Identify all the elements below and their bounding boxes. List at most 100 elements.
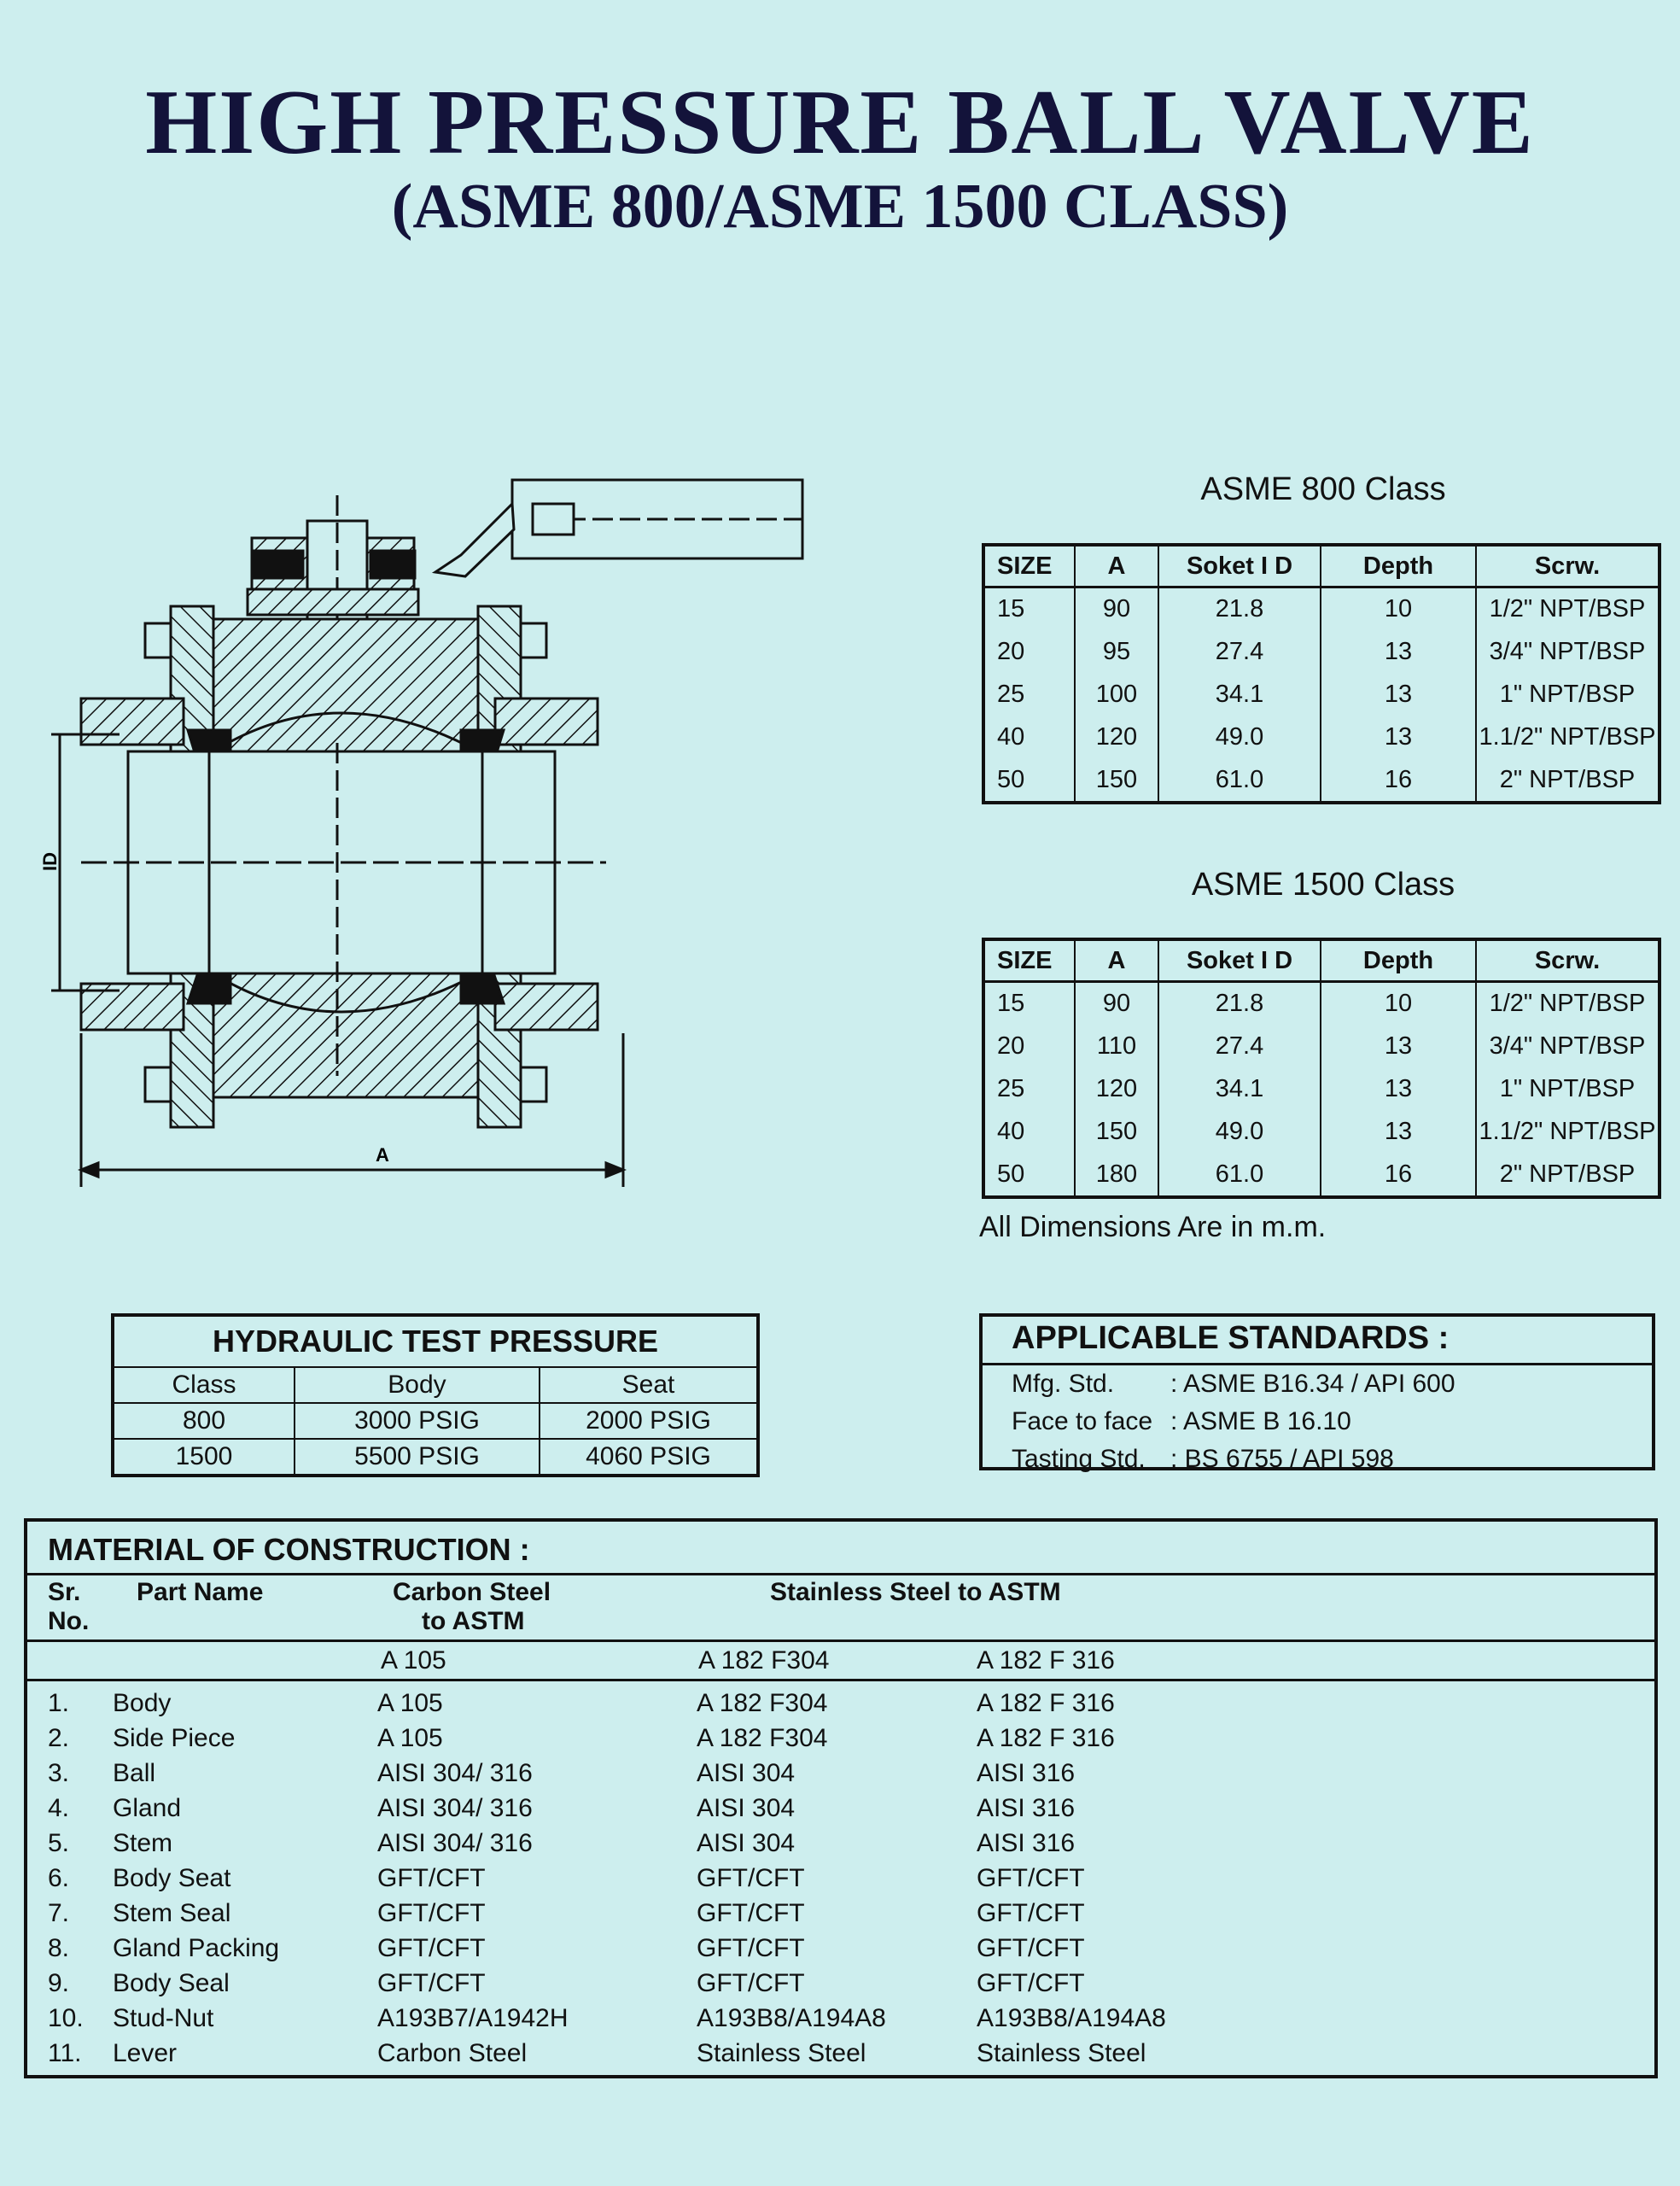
standards-title: APPLICABLE STANDARDS : bbox=[983, 1317, 1652, 1365]
cell-sr: 6. bbox=[48, 1864, 70, 1892]
cell: 16 bbox=[1320, 758, 1477, 803]
header-carbon-steel: Carbon Steel bbox=[393, 1578, 551, 1606]
cell: 3/4" NPT/BSP bbox=[1475, 630, 1660, 674]
cell-part: Stem bbox=[113, 1829, 173, 1857]
col-seat: Seat bbox=[539, 1366, 759, 1404]
asme1500-caption: ASME 1500 Class bbox=[1191, 867, 1455, 903]
asme800-caption: ASME 800 Class bbox=[1200, 471, 1446, 507]
divider bbox=[27, 1640, 1654, 1642]
list-item: Face to face : ASME B 16.10 bbox=[983, 1403, 1652, 1441]
standard-value: : ASME B 16.10 bbox=[1170, 1407, 1351, 1435]
cell-f316: Stainless Steel bbox=[977, 2039, 1146, 2067]
cell-sr: 9. bbox=[48, 1969, 70, 1997]
cell: 40 bbox=[983, 1110, 1076, 1154]
cell: 40 bbox=[983, 716, 1076, 759]
cell-carbon: Carbon Steel bbox=[377, 2039, 528, 2067]
cell-part: Stem Seal bbox=[113, 1899, 231, 1927]
cell: 13 bbox=[1320, 1025, 1477, 1068]
cell: 15 bbox=[983, 587, 1076, 631]
col-depth: Depth bbox=[1320, 939, 1477, 983]
cell: 150 bbox=[1074, 758, 1159, 803]
col-soket-id: Soket I D bbox=[1158, 939, 1321, 983]
cell: 1/2" NPT/BSP bbox=[1475, 587, 1660, 631]
cell-part: Ball bbox=[113, 1759, 156, 1787]
cell: 3000 PSIG bbox=[294, 1402, 540, 1440]
cell: 21.8 bbox=[1158, 981, 1321, 1026]
cell: 21.8 bbox=[1158, 587, 1321, 631]
cell-sr: 10. bbox=[48, 2004, 84, 2032]
cell-f304: GFT/CFT bbox=[697, 1864, 805, 1892]
header-stainless-steel: Stainless Steel to ASTM bbox=[770, 1578, 1061, 1606]
cell-carbon: AISI 304/ 316 bbox=[377, 1759, 533, 1787]
drawing-label-a: A bbox=[376, 1144, 389, 1166]
cell-f316: A193B8/A194A8 bbox=[977, 2004, 1166, 2032]
col-a: A bbox=[1074, 939, 1159, 983]
cell: 1.1/2" NPT/BSP bbox=[1475, 716, 1660, 759]
list-item: Mfg. Std.: ASME B16.34 / API 600 bbox=[983, 1365, 1652, 1403]
cell: 180 bbox=[1074, 1153, 1159, 1197]
cell-part: Body bbox=[113, 1689, 172, 1717]
cell-carbon: AISI 304/ 316 bbox=[377, 1829, 533, 1857]
cell-carbon: GFT/CFT bbox=[377, 1864, 486, 1892]
hydraulic-title: HYDRAULIC TEST PRESSURE bbox=[112, 1314, 759, 1368]
cell: 1500 bbox=[112, 1438, 295, 1476]
cell-carbon: A193B7/A1942H bbox=[377, 2004, 569, 2032]
standards-box: APPLICABLE STANDARDS : Mfg. Std.: ASME B… bbox=[979, 1313, 1655, 1473]
cell-sr: 11. bbox=[48, 2039, 82, 2067]
cell-f316: AISI 316 bbox=[977, 1794, 1076, 1822]
cell: 15 bbox=[983, 981, 1076, 1026]
cell-part: Body Seal bbox=[113, 1969, 230, 1997]
cell-f304: GFT/CFT bbox=[697, 1969, 805, 1997]
cell-part: Gland Packing bbox=[113, 1934, 280, 1962]
cell: 3/4" NPT/BSP bbox=[1475, 1025, 1660, 1068]
cell: 5500 PSIG bbox=[294, 1438, 540, 1476]
cell: 2000 PSIG bbox=[539, 1402, 759, 1440]
hydraulic-table: HYDRAULIC TEST PRESSURE Class Body Seat … bbox=[111, 1313, 760, 1477]
cell-f316: GFT/CFT bbox=[977, 1969, 1085, 1997]
cell: 90 bbox=[1074, 981, 1159, 1026]
cell: 20 bbox=[983, 1025, 1076, 1068]
header-sr: Sr. bbox=[48, 1578, 81, 1606]
material-title: MATERIAL OF CONSTRUCTION : bbox=[48, 1532, 530, 1567]
drawing-label-id: ID bbox=[39, 852, 61, 871]
cell-part: Body Seat bbox=[113, 1864, 231, 1892]
table-row: 9. Body Seal GFT/CFT GFT/CFT GFT/CFT bbox=[27, 1969, 1654, 2004]
cell: 2" NPT/BSP bbox=[1475, 1153, 1660, 1197]
cell: 1.1/2" NPT/BSP bbox=[1475, 1110, 1660, 1154]
cell-sr: 3. bbox=[48, 1759, 70, 1787]
cell-f316: GFT/CFT bbox=[977, 1934, 1085, 1962]
cell-carbon: A 105 bbox=[377, 1689, 443, 1717]
standard-label: Face to face bbox=[1012, 1407, 1153, 1435]
cell-part: Side Piece bbox=[113, 1724, 236, 1752]
header-to-astm: to ASTM bbox=[422, 1607, 525, 1635]
cell-f304: A 182 F304 bbox=[697, 1724, 828, 1752]
cell-carbon: GFT/CFT bbox=[377, 1969, 486, 1997]
cell: 13 bbox=[1320, 1067, 1477, 1111]
col-soket-id: Soket I D bbox=[1158, 545, 1321, 588]
cell: 13 bbox=[1320, 630, 1477, 674]
cell-f304: AISI 304 bbox=[697, 1794, 796, 1822]
cell-f304: GFT/CFT bbox=[697, 1934, 805, 1962]
cell: 13 bbox=[1320, 716, 1477, 759]
list-item: Tasting Std.: BS 6755 / API 598 bbox=[983, 1441, 1652, 1478]
col-size: SIZE bbox=[983, 939, 1076, 983]
cell-carbon: GFT/CFT bbox=[377, 1899, 486, 1927]
cell: 800 bbox=[112, 1402, 295, 1440]
cell: 27.4 bbox=[1158, 1025, 1321, 1068]
cell: 27.4 bbox=[1158, 630, 1321, 674]
cell: 150 bbox=[1074, 1110, 1159, 1154]
cell-f304: A193B8/A194A8 bbox=[697, 2004, 886, 2032]
cell-carbon: A 105 bbox=[377, 1724, 443, 1752]
cell: 25 bbox=[983, 1067, 1076, 1111]
cell-f304: GFT/CFT bbox=[697, 1899, 805, 1927]
